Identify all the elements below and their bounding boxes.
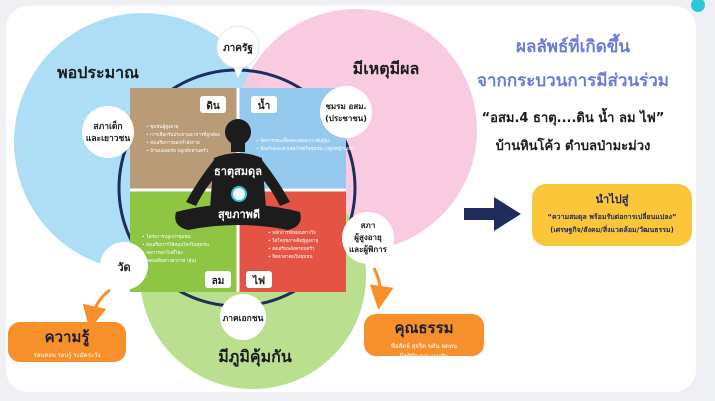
- note-fire-2: • ส่งเสริมพลังครอบครัว: [268, 245, 315, 252]
- title-line-4: บ้านหินโค้ว ตำบลป่ามะม่วง: [495, 139, 651, 154]
- balance-emblem-icon: [231, 186, 247, 202]
- outcome-heading: นำไปสู่: [595, 193, 629, 206]
- note-water-1: • ป้องกันและควบคุมโรคในชุมชน (ปลูกหญ้าแฝ…: [256, 145, 354, 152]
- note-water-0: • จัดการขยะเพื่อลดแหล่งเพาะพันธุ์ยุง: [256, 137, 330, 144]
- arrow-to-virtue: [369, 267, 394, 310]
- note-fire-1: • ใส่ใจสุขภาพจิตผู้สูงอายุ: [268, 238, 318, 244]
- element-label-wind: ลม: [212, 276, 225, 287]
- bubble-government: ภาครัฐ: [216, 25, 260, 78]
- svg-text:ภาคเอกชน: ภาคเอกชน: [223, 314, 264, 324]
- notes-fire: • หลักการพักผ่อนทางใจ • ใส่ใจสุขภาพจิตผู้…: [268, 229, 318, 260]
- knowledge-title: ความรู้: [44, 328, 90, 346]
- element-label-fire: ไฟ: [252, 274, 265, 287]
- bubble-health-volunteers: ชมรม อสม. (ประชาชน): [320, 86, 372, 138]
- center-label-good-health: สุขภาพดี: [218, 208, 260, 222]
- virtue-subtitle-1: ซื่อสัตย์ สุจริต ขยัน อดทน: [390, 343, 458, 350]
- bubble-youth-council: สภาเด็ก และเยาวชน: [82, 106, 134, 158]
- label-immunity: มีภูมิคุ้มกัน: [218, 347, 292, 368]
- note-wind-2: • ลดการเผาในที่โล่ง: [142, 249, 183, 256]
- svg-text:และผู้พิการ: และผู้พิการ: [349, 244, 388, 255]
- svg-text:ภาครัฐ: ภาครัฐ: [223, 42, 253, 54]
- outcome-box: นำไปสู่ “ความสมดุล พร้อมรับต่อการเปลี่ยน…: [532, 184, 692, 246]
- virtue-box: คุณธรรม ซื่อสัตย์ สุจริต ขยัน อดทน มีสติ…: [364, 314, 484, 360]
- label-moderation: พอประมาณ: [57, 63, 139, 82]
- notes-earth: • ชุมชนผู้สูงอายุ• การเลือกรับประทานอาหา…: [146, 124, 220, 154]
- virtue-subtitle-2: มีสติปัญญา แบ่งปัน: [399, 353, 449, 360]
- note-wind-1: • ส่งเสริมการใช้สมุนไพรในชุมชน: [142, 241, 210, 248]
- svg-text:และเยาวชน: และเยาวชน: [86, 134, 130, 144]
- outcome-line-2: (เศรษฐกิจ/สังคม/สิ่งแวดล้อม/วัฒนธรรม): [550, 226, 674, 234]
- svg-text:(ประชาชน): (ประชาชน): [325, 114, 367, 123]
- knowledge-subtitle: รอบคอบ รอบรู้ ระมัดระวัง: [33, 352, 101, 359]
- note-earth-0: • ชุมชนผู้สูงอายุ: [146, 124, 179, 130]
- title-line-1: ผลลัพธ์ที่เกิดขึ้น: [516, 37, 630, 57]
- note-earth-3: • บ้านปลอดภัย ปลูกผักสวนครัว: [146, 147, 209, 154]
- center-label-balanced-elements: ธาตุสมดุล: [214, 165, 262, 179]
- svg-text:สภาเด็ก: สภาเด็ก: [93, 119, 122, 132]
- virtue-title: คุณธรรม: [394, 319, 454, 337]
- element-label-earth: ดิน: [206, 100, 219, 112]
- notes-water: • จัดการขยะเพื่อลดแหล่งเพาะพันธุ์ยุง• ป้…: [256, 137, 354, 152]
- svg-text:สภา: สภา: [361, 221, 376, 230]
- svg-text:วัด: วัด: [117, 261, 130, 274]
- note-wind-0: • โครงการปลูกป่าชุมชน: [142, 233, 192, 240]
- bubble-temple: วัด: [100, 242, 148, 290]
- meditation-figure-icon: [175, 119, 301, 230]
- title-line-3: “อสม.4 ธาตุ....ดิน น้ำ ลม ไฟ”: [481, 111, 665, 126]
- outcome-line-1: “ความสมดุล พร้อมรับต่อการเปลี่ยนแปลง”: [547, 213, 677, 221]
- arrow-right-icon: [464, 197, 521, 231]
- note-fire-3: • จิตอาสาคนในชุมชน: [268, 254, 313, 260]
- label-reasonableness: มีเหตุมีผล: [353, 59, 420, 79]
- svg-text:ชมรม อสม.: ชมรม อสม.: [325, 102, 366, 111]
- note-earth-2: • ส่งเสริมการออกกำลังกาย: [146, 139, 200, 146]
- bubble-private-sector: ภาคเอกชน: [220, 294, 266, 340]
- knowledge-box: ความรู้ รอบคอบ รอบรู้ ระมัดระวัง: [8, 322, 126, 362]
- bubble-elderly-council: สภา ผู้สูงอายุ และผู้พิการ: [342, 212, 394, 264]
- element-label-water: น้ำ: [258, 98, 270, 112]
- note-wind-3: • ลดมลพิษทางอากาศ (ฝุ่น): [142, 258, 196, 264]
- note-earth-1: • การเลือกรับประทานอาหารที่ถูกต้อง: [146, 131, 220, 138]
- title-line-2: จากกระบวนการมีส่วนร่วม: [477, 71, 669, 91]
- notes-wind: • โครงการปลูกป่าชุมชน• ส่งเสริมการใช้สมุ…: [142, 233, 210, 264]
- corner-dot: [691, 0, 705, 12]
- svg-text:ผู้สูงอายุ: ผู้สูงอายุ: [354, 232, 382, 243]
- arrow-to-knowledge: [82, 288, 111, 330]
- note-fire-0: • หลักการพักผ่อนทางใจ: [268, 229, 316, 236]
